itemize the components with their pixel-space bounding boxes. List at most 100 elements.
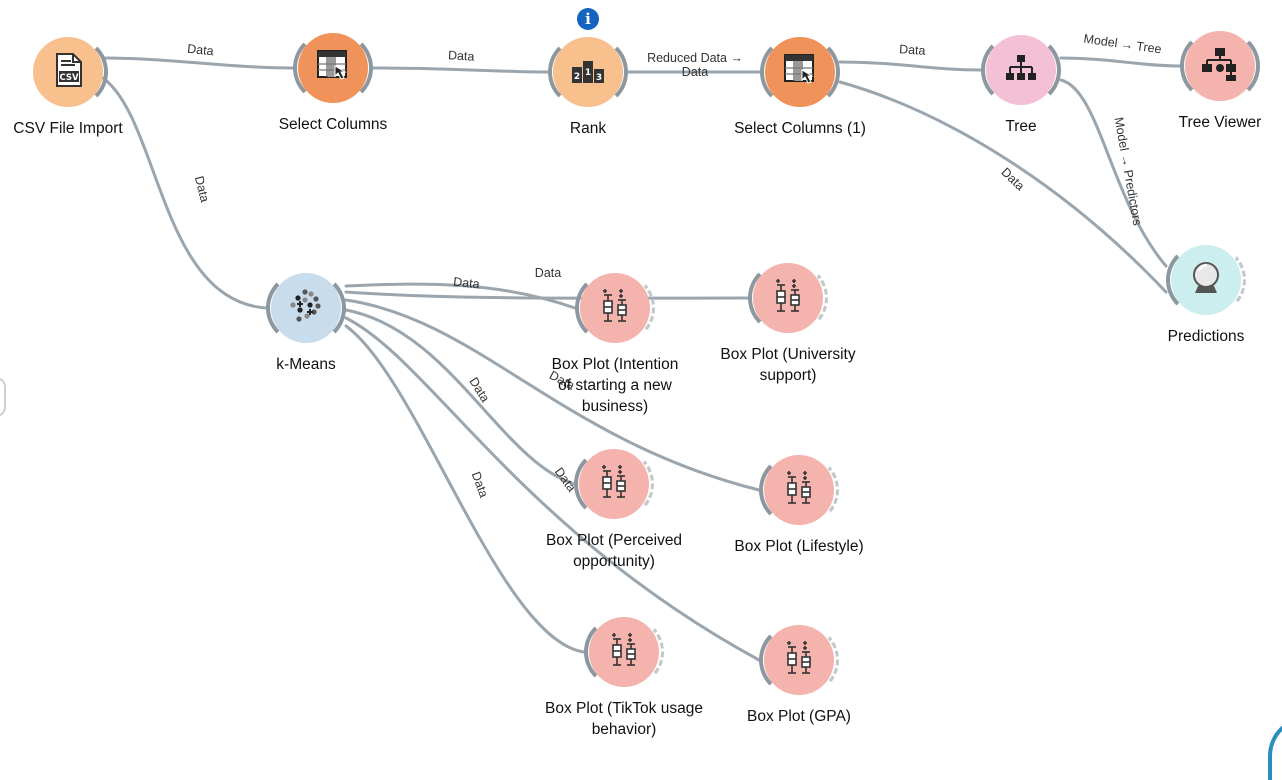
link-csv-to-sel1[interactable] xyxy=(101,56,295,70)
link-label-csv-to-kmeans[interactable]: Data xyxy=(192,175,212,204)
widget-icon-circle[interactable] xyxy=(764,455,834,525)
output-channel[interactable] xyxy=(768,36,840,108)
csv-file-icon: CSV xyxy=(51,52,85,93)
widget-tree[interactable]: Tree xyxy=(981,34,1061,135)
link-sel2-to-tree[interactable] xyxy=(838,60,983,72)
output-channel[interactable] xyxy=(556,36,628,108)
input-channel[interactable] xyxy=(760,36,832,108)
widget-bp_intent[interactable]: Box Plot (Intention of starting a new bu… xyxy=(552,272,678,415)
widget-sel2[interactable]: Select Columns (1) xyxy=(734,36,866,137)
input-channel[interactable] xyxy=(266,272,338,344)
output-channel[interactable] xyxy=(36,36,108,108)
widget-bp_life[interactable]: Box Plot (Lifestyle) xyxy=(734,454,864,555)
output-channel xyxy=(1174,244,1246,316)
widget-icon-circle[interactable] xyxy=(271,273,341,343)
link-label-csv-to-sel1[interactable]: Data xyxy=(187,42,215,59)
widget-label[interactable]: Predictions xyxy=(1167,328,1245,345)
widget-bp_gpa[interactable]: Box Plot (GPA) xyxy=(747,624,851,725)
widget-treeviewer[interactable]: Tree Viewer xyxy=(1179,30,1261,131)
input-channel[interactable] xyxy=(1180,30,1252,102)
input-channel[interactable] xyxy=(748,262,820,334)
widget-icon-circle[interactable] xyxy=(986,35,1056,105)
box-plot-icon xyxy=(598,463,630,506)
tree-viewer-icon xyxy=(1200,46,1240,87)
widget-icon-circle[interactable] xyxy=(765,37,835,107)
scroll-edge-indicator xyxy=(0,377,6,417)
widget-label[interactable]: Box Plot (University support) xyxy=(720,346,856,384)
link-kmeans-to-bp_life[interactable] xyxy=(344,298,761,492)
widget-label[interactable]: CSV File Import xyxy=(13,120,123,137)
widget-bp_tiktok[interactable]: Box Plot (TikTok usage behavior) xyxy=(545,616,703,738)
widget-icon-circle[interactable] xyxy=(1171,245,1241,315)
box-plot-icon xyxy=(599,287,631,330)
link-kmeans-to-bp_perc[interactable] xyxy=(344,308,576,486)
widget-kmeans[interactable]: k-Means xyxy=(266,272,346,373)
widget-icon-circle[interactable] xyxy=(579,449,649,519)
link-csv-to-kmeans[interactable] xyxy=(101,76,268,310)
link-kmeans-to-bp_univ[interactable] xyxy=(344,290,750,300)
link-label-sel1-to-rank[interactable]: Data xyxy=(448,48,475,63)
widget-label[interactable]: Select Columns (1) xyxy=(734,120,866,137)
kmeans-icon xyxy=(287,288,325,329)
link-tree-to-treeviewer[interactable] xyxy=(1059,56,1182,68)
widget-label[interactable]: Tree xyxy=(1005,118,1037,135)
link-label-kmeans-to-bp_univ[interactable]: Data xyxy=(453,275,481,292)
widget-icon-circle[interactable] xyxy=(753,263,823,333)
output-channel[interactable] xyxy=(301,32,373,104)
widget-label[interactable]: Rank xyxy=(569,120,607,137)
widget-icon-circle[interactable] xyxy=(1185,31,1255,101)
input-channel[interactable] xyxy=(548,36,620,108)
widget-label[interactable]: Box Plot (Lifestyle) xyxy=(734,538,864,555)
widget-icon-circle[interactable]: CSV xyxy=(33,37,103,107)
link-sel2-to-predictions[interactable] xyxy=(838,80,1168,294)
widget-icon-circle[interactable] xyxy=(298,33,368,103)
link-sel1-to-rank[interactable] xyxy=(371,66,550,74)
link-kmeans-to-bp_gpa[interactable] xyxy=(344,316,761,662)
link-tree-to-predictions[interactable] xyxy=(1059,78,1168,268)
widget-icon-circle[interactable] xyxy=(764,625,834,695)
input-channel[interactable] xyxy=(759,624,831,696)
link-label-kmeans-to-bp_intent[interactable]: Data xyxy=(535,266,561,280)
widget-icon-circle[interactable] xyxy=(580,273,650,343)
link-label-rank-to-sel2[interactable]: Reduced Data →Data xyxy=(647,51,743,79)
input-channel[interactable] xyxy=(575,272,647,344)
widget-icon-circle[interactable] xyxy=(589,617,659,687)
input-channel[interactable] xyxy=(1166,244,1238,316)
widget-label[interactable]: Box Plot (Intention of starting a new bu… xyxy=(551,356,679,415)
input-channel[interactable] xyxy=(759,454,831,526)
widget-label[interactable]: Box Plot (Perceived opportunity) xyxy=(545,532,683,570)
output-channel xyxy=(756,262,828,334)
widget-label[interactable]: Box Plot (GPA) xyxy=(747,708,851,725)
crystal-ball-icon xyxy=(1189,260,1223,301)
box-plot-icon xyxy=(783,639,815,682)
select-columns-icon xyxy=(315,48,351,89)
link-kmeans-to-bp_tiktok[interactable] xyxy=(344,324,586,654)
input-channel[interactable] xyxy=(584,616,656,688)
widget-csv[interactable]: CSV CSV File Import xyxy=(13,36,123,137)
output-channel[interactable] xyxy=(274,272,346,344)
widget-sel1[interactable]: Select Columns xyxy=(279,32,387,133)
widget-label[interactable]: k-Means xyxy=(276,356,336,373)
input-channel[interactable] xyxy=(574,448,646,520)
output-channel xyxy=(582,448,654,520)
link-label-sel2-to-tree[interactable]: Data xyxy=(899,42,926,58)
output-channel xyxy=(767,624,839,696)
select-columns-icon xyxy=(782,52,818,93)
svg-text:3: 3 xyxy=(596,73,602,83)
output-channel xyxy=(583,272,655,344)
input-channel[interactable] xyxy=(293,32,365,104)
widget-predictions[interactable]: Predictions xyxy=(1166,244,1246,345)
input-channel[interactable] xyxy=(981,34,1053,106)
widget-bp_perc[interactable]: Box Plot (Perceived opportunity) xyxy=(546,448,682,570)
output-channel[interactable] xyxy=(989,34,1061,106)
widget-label[interactable]: Tree Viewer xyxy=(1178,114,1262,131)
widget-label[interactable]: Select Columns xyxy=(278,116,388,133)
info-icon[interactable]: i xyxy=(577,8,599,30)
widget-label[interactable]: Box Plot (TikTok usage behavior) xyxy=(545,700,703,738)
widget-bp_univ[interactable]: Box Plot (University support) xyxy=(720,262,856,384)
output-channel[interactable] xyxy=(1188,30,1260,102)
